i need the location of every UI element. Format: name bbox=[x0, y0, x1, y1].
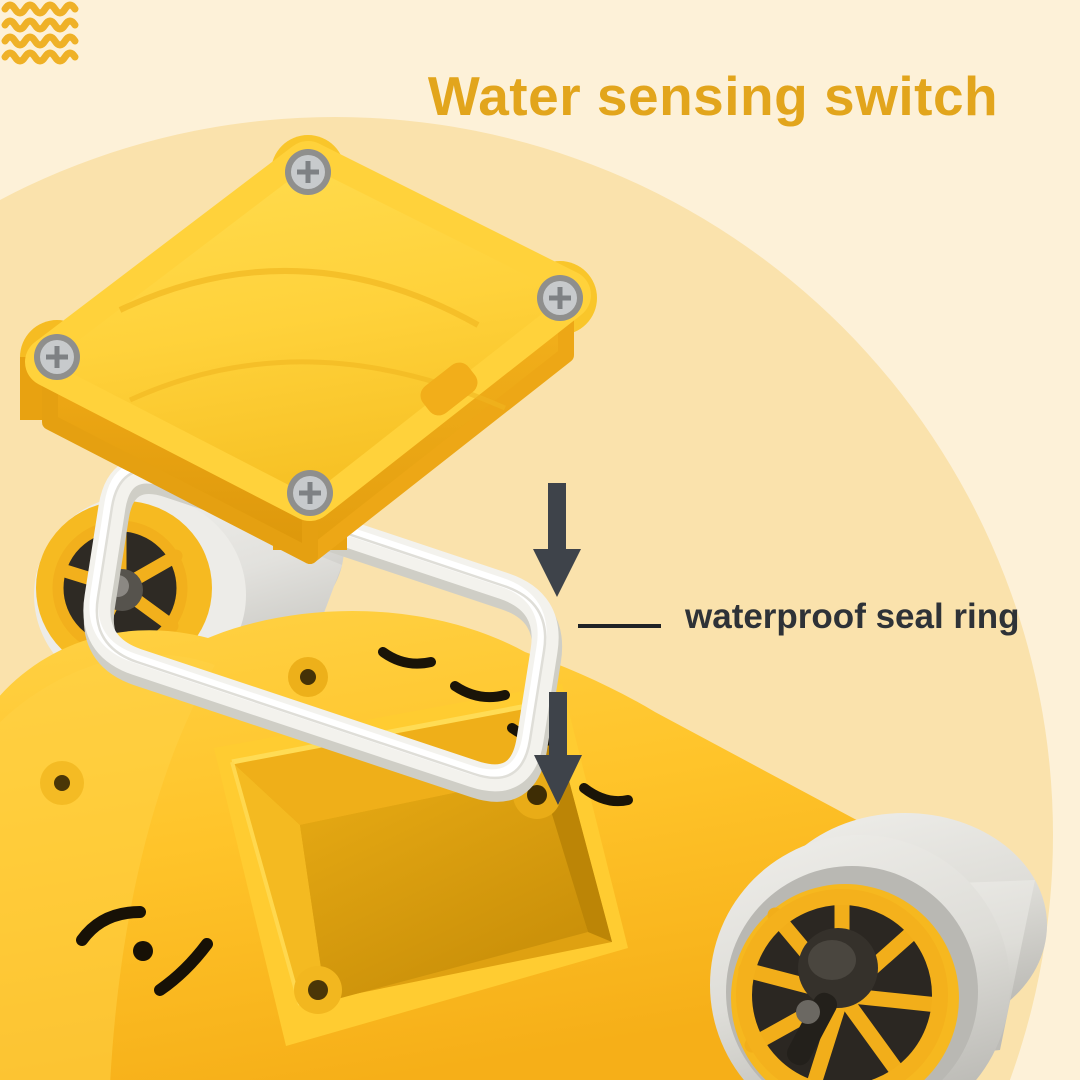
screw bbox=[537, 275, 583, 321]
cover-screws bbox=[34, 149, 583, 516]
propeller-shaft bbox=[786, 992, 838, 1066]
seal-ring-label: waterproof seal ring bbox=[685, 597, 1020, 636]
waterproof-seal-ring bbox=[83, 456, 563, 802]
battery-cover bbox=[20, 135, 597, 564]
screw bbox=[285, 149, 331, 195]
down-arrow-1 bbox=[533, 483, 581, 597]
callout-line bbox=[578, 624, 661, 628]
down-arrow-2 bbox=[534, 692, 582, 805]
screw-bosses bbox=[40, 657, 561, 1014]
screw bbox=[287, 470, 333, 516]
water-waves-icon bbox=[1, 1, 79, 65]
right-thruster bbox=[710, 813, 1047, 1080]
wave-vents bbox=[76, 906, 213, 996]
seal-ring-callout: waterproof seal ring bbox=[578, 597, 1020, 637]
page-title: Water sensing switch bbox=[427, 65, 999, 127]
screw bbox=[34, 334, 80, 380]
